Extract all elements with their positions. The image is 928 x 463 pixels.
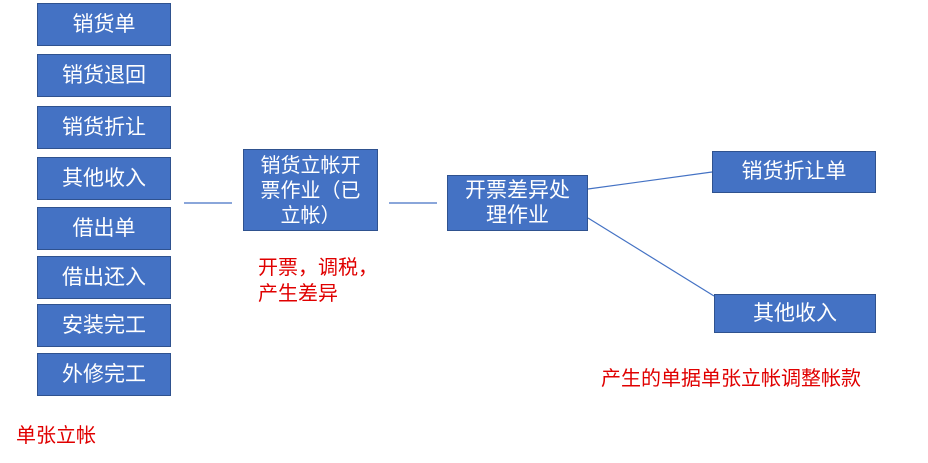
middle-note-line-1: 开票，调税，: [258, 255, 378, 279]
source-box-label: 借出单: [72, 215, 136, 240]
source-box-label: 销货折让: [62, 114, 146, 139]
source-box-label: 其他收入: [62, 165, 146, 190]
source-box-external-repair-complete: 外修完工: [37, 353, 171, 396]
output-box-label: 其他收入: [753, 300, 837, 325]
source-box-label: 销货退回: [62, 62, 146, 87]
source-box-loan-return: 借出还入: [37, 256, 171, 299]
source-box-label: 外修完工: [62, 361, 146, 386]
source-box-other-income: 其他收入: [37, 157, 171, 200]
middle-note: 开票，调税， 产生差异: [258, 254, 378, 306]
invoice-difference-process-box: 开票差异处 理作业: [447, 175, 588, 231]
source-box-label: 借出还入: [62, 264, 146, 289]
process-line-2: 理作业: [486, 203, 549, 227]
output-box-other-income: 其他收入: [714, 294, 876, 333]
connector-process-to-bottom-output: [587, 217, 715, 297]
left-caption: 单张立帐: [16, 423, 96, 447]
sales-invoicing-line-3: 立帐）: [280, 202, 341, 227]
source-box-installation-complete: 安装完工: [37, 304, 171, 347]
output-box-sales-allowance-note: 销货折让单: [712, 151, 876, 193]
source-box-label: 销货单: [72, 11, 136, 36]
source-box-sales-return: 销货退回: [37, 54, 171, 97]
output-caption: 产生的单据单张立帐调整帐款: [601, 366, 861, 390]
middle-note-line-2: 产生差异: [258, 281, 338, 305]
source-box-sales-order: 销货单: [37, 3, 171, 46]
sales-invoicing-line-1: 销货立帐开: [260, 152, 361, 177]
connector-process-to-top-output: [587, 171, 713, 190]
source-box-sales-allowance: 销货折让: [37, 106, 171, 149]
sales-invoicing-line-2: 票作业（已: [260, 177, 361, 202]
output-box-label: 销货折让单: [741, 159, 847, 184]
source-box-label: 安装完工: [62, 312, 146, 337]
process-line-1: 开票差异处: [465, 177, 570, 202]
source-box-loan-out: 借出单: [37, 207, 171, 250]
sales-invoicing-box: 销货立帐开 票作业（已 立帐）: [243, 149, 378, 231]
